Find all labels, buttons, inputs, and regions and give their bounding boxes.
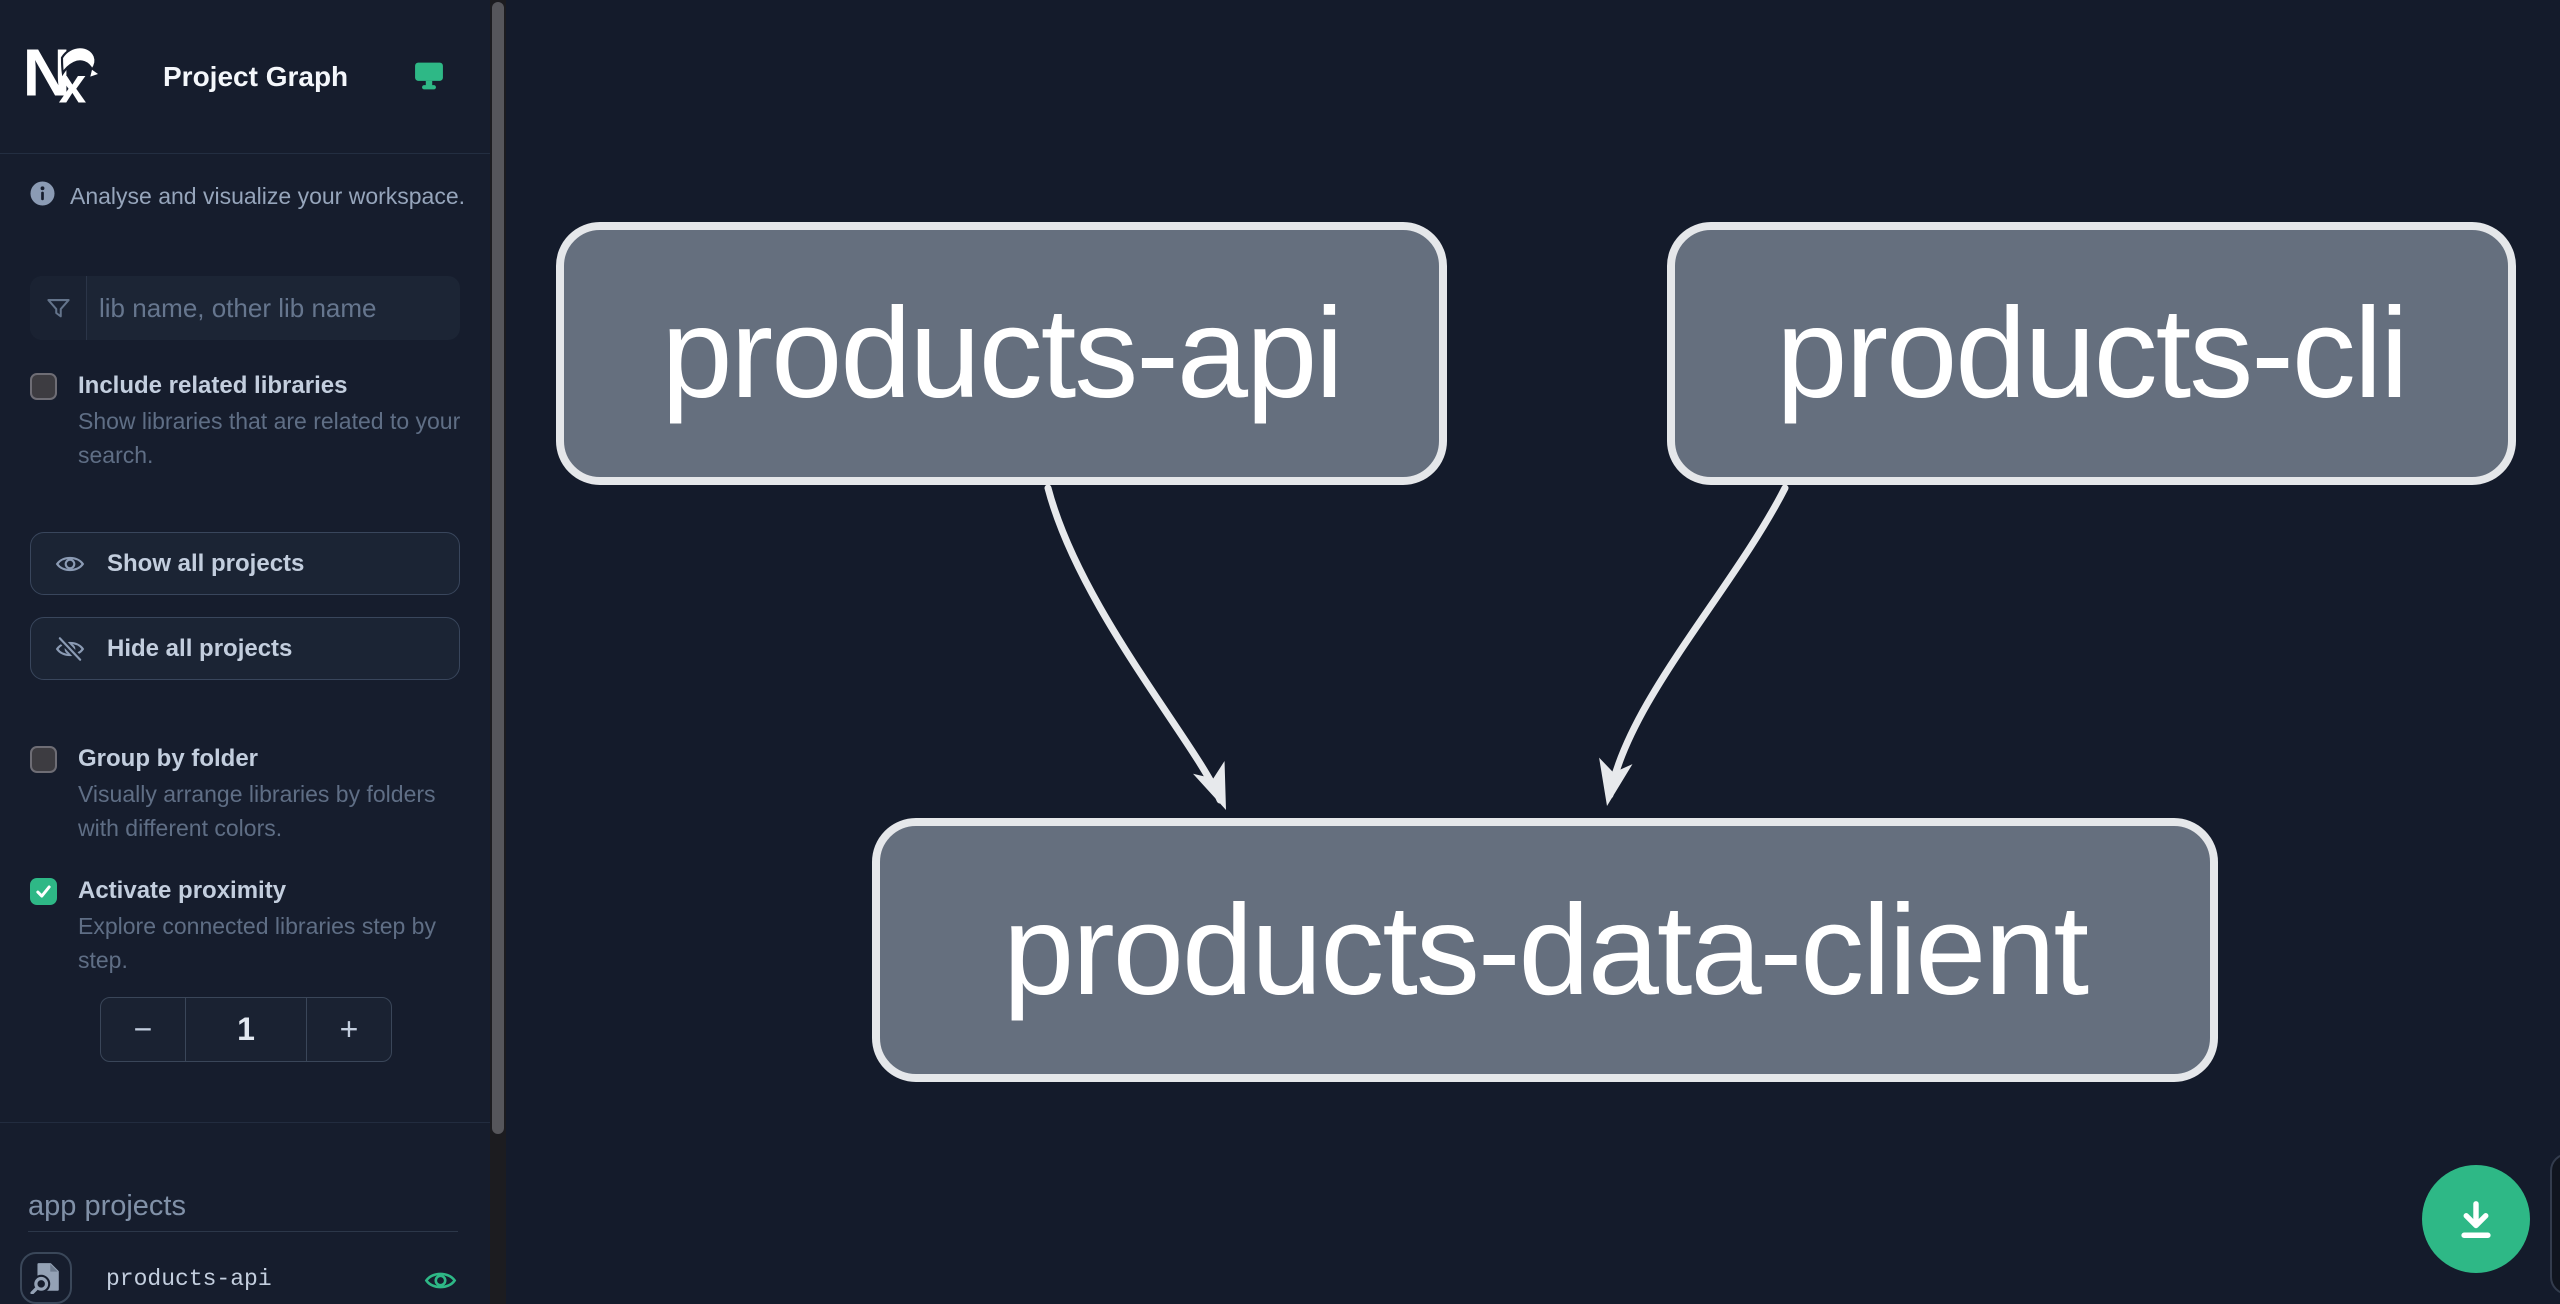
sidebar-scrollbar-track[interactable] xyxy=(490,0,506,1304)
search-box xyxy=(30,276,460,340)
hide-all-projects-label: Hide all projects xyxy=(107,634,293,662)
sidebar-scrollbar-thumb[interactable] xyxy=(492,2,504,1134)
include-related-checkbox[interactable] xyxy=(30,373,57,400)
group-by-folder-checkbox[interactable] xyxy=(30,746,57,773)
info-icon xyxy=(30,181,55,206)
edge-products-cli-to-products-data-client xyxy=(1606,484,1789,799)
nx-logo: N x xyxy=(26,42,98,106)
graph-node-products-data-client[interactable]: products-data-client xyxy=(872,818,2218,1082)
sidebar-header: N x Project Graph xyxy=(0,0,506,154)
focus-project-button[interactable] xyxy=(20,1252,72,1304)
filter-icon xyxy=(46,298,70,317)
activate-proximity-checkbox[interactable] xyxy=(30,878,57,905)
include-related-label[interactable]: Include related libraries xyxy=(78,372,348,399)
page-title: Project Graph xyxy=(163,61,349,92)
partial-panel-corner xyxy=(2550,1153,2560,1295)
proximity-depth-stepper: − 1 + xyxy=(100,997,392,1062)
hide-all-projects-button[interactable]: Hide all projects xyxy=(30,617,460,680)
search-input[interactable] xyxy=(87,276,460,340)
app-projects-underline xyxy=(28,1231,458,1232)
filter-icon-cell xyxy=(30,276,87,340)
activate-proximity-description: Explore connected libraries step by step… xyxy=(78,913,436,973)
eye-off-icon xyxy=(55,634,85,663)
sidebar-section-divider xyxy=(0,1122,506,1123)
graph-node-products-api[interactable]: products-api xyxy=(556,222,1447,485)
download-graph-button[interactable] xyxy=(2422,1165,2530,1273)
graph-node-products-cli[interactable]: products-cli xyxy=(1667,222,2516,485)
download-icon xyxy=(2461,1201,2491,1238)
project-name: products-api xyxy=(106,1266,272,1292)
arrowhead-icon xyxy=(1193,760,1226,810)
show-all-projects-button[interactable]: Show all projects xyxy=(30,532,460,595)
show-all-projects-label: Show all projects xyxy=(107,549,305,577)
workspace-info-text: Analyse and visualize your workspace. xyxy=(70,183,466,209)
include-related-description: Show libraries that are related to your … xyxy=(78,408,461,468)
edge-products-api-to-products-data-client xyxy=(1044,484,1224,804)
node-label: products-data-client xyxy=(1002,878,2089,1022)
eye-icon xyxy=(55,556,85,571)
arrowhead-icon xyxy=(1599,757,1633,806)
node-label: products-cli xyxy=(1776,282,2408,425)
group-by-folder-label[interactable]: Group by folder xyxy=(78,745,258,772)
checkmark-icon xyxy=(36,885,51,898)
app-projects-heading: app projects xyxy=(28,1190,186,1222)
document-search-icon xyxy=(30,1263,59,1294)
activate-proximity-label[interactable]: Activate proximity xyxy=(78,877,287,904)
group-by-folder-description: Visually arrange libraries by folders wi… xyxy=(78,781,436,841)
node-label: products-api xyxy=(661,282,1343,425)
eye-icon[interactable] xyxy=(424,1264,457,1297)
monitor-icon[interactable] xyxy=(414,61,444,91)
sidebar: N x Project Graph Analyse and visualize … xyxy=(0,0,506,1304)
decrement-button[interactable]: − xyxy=(101,998,186,1061)
increment-button[interactable]: + xyxy=(306,998,391,1061)
proximity-depth-value: 1 xyxy=(237,1011,255,1047)
